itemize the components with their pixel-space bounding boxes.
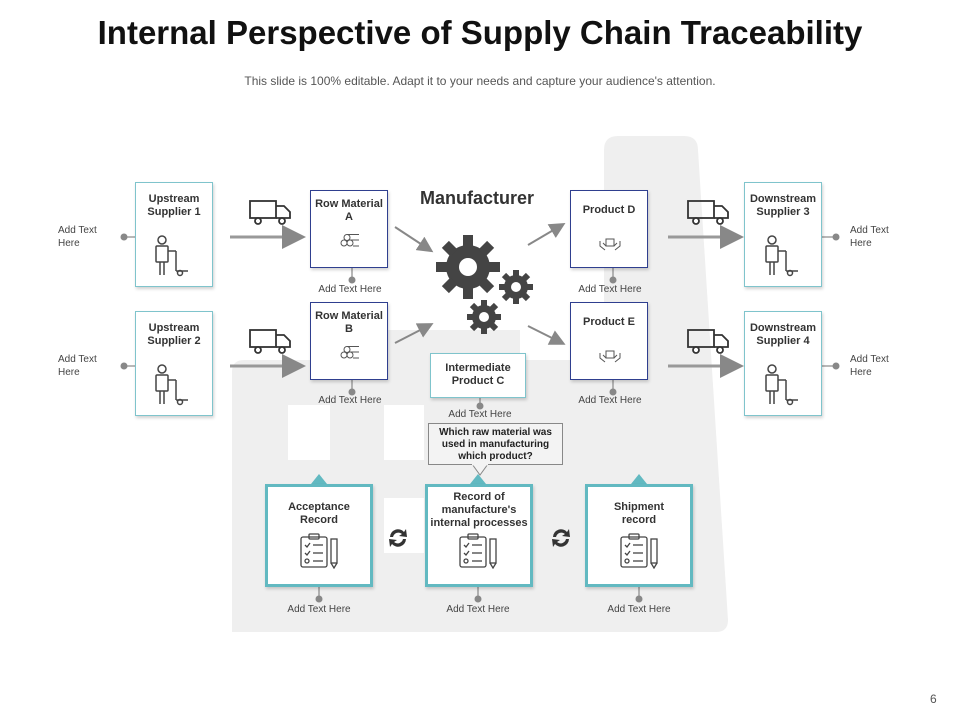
truck-icon: [687, 200, 729, 225]
manufacturing-process-record-note: Add Text Here: [446, 604, 510, 615]
logs-icon: [340, 234, 359, 247]
intermediate-product-c-label: Intermediate Product C: [445, 362, 511, 387]
clipboard-pencil-icon: [459, 533, 497, 569]
product-d-label: Product D: [582, 204, 636, 216]
manufacturer-label: Manufacturer: [420, 188, 535, 208]
row-material-a-note: Add Text Here: [318, 284, 382, 295]
shipment-pointer: [631, 474, 647, 484]
refresh-icon: [552, 529, 570, 547]
intermediate-product-c[interactable]: Intermediate Product C: [430, 353, 526, 398]
row-material-b-note: Add Text Here: [318, 395, 382, 406]
hands-box-icon: [599, 238, 621, 251]
logs-icon: [340, 346, 359, 359]
upstream-supplier-2[interactable]: Upstream Supplier 2: [135, 311, 213, 416]
downstream-note-4: Add Text Here: [850, 354, 889, 378]
shipment-record[interactable]: Shipment record: [585, 484, 693, 587]
downstream-note-3: Add Text Here: [850, 225, 889, 249]
refresh-icon: [389, 529, 407, 547]
downstream-supplier-3-label: Downstream Supplier 3: [749, 193, 817, 218]
upstream-supplier-1-label: Upstream Supplier 1: [147, 193, 201, 218]
question-callout: Which raw material was used in manufactu…: [428, 423, 563, 465]
acceptance-pointer: [311, 474, 327, 484]
page-title: Internal Perspective of Supply Chain Tra…: [97, 14, 863, 51]
worker-cart-icon: [155, 364, 188, 406]
upstream-note-1: Add Text Here: [58, 225, 97, 249]
upstream-note-2: Add Text Here: [58, 354, 97, 378]
product-d-note: Add Text Here: [578, 284, 642, 295]
product-d[interactable]: Product D: [570, 190, 648, 268]
worker-cart-icon: [155, 235, 188, 277]
shipment-record-label: Shipment record: [613, 501, 665, 526]
truck-icon: [249, 200, 291, 225]
downstream-supplier-4[interactable]: Downstream Supplier 4: [744, 311, 822, 416]
manufacturing-process-record-label: Record of manufacture's internal process…: [430, 491, 528, 529]
truck-icon: [687, 329, 729, 354]
worker-cart-icon: [765, 364, 798, 406]
product-e[interactable]: Product E: [570, 302, 648, 380]
clipboard-pencil-icon: [620, 533, 658, 569]
page-subtitle: This slide is 100% editable. Adapt it to…: [244, 74, 716, 88]
hands-box-icon: [599, 350, 621, 363]
row-material-a-label: Row Material A: [315, 198, 383, 223]
row-material-b[interactable]: Row Material B: [310, 302, 388, 380]
product-e-note: Add Text Here: [578, 395, 642, 406]
page-number: 6: [930, 692, 937, 706]
upstream-supplier-1[interactable]: Upstream Supplier 1: [135, 182, 213, 287]
worker-cart-icon: [765, 235, 798, 277]
product-e-label: Product E: [583, 316, 635, 328]
upstream-supplier-2-label: Upstream Supplier 2: [147, 322, 201, 347]
internal-pointer: [470, 474, 486, 484]
acceptance-record-note: Add Text Here: [287, 604, 351, 615]
downstream-supplier-4-label: Downstream Supplier 4: [749, 322, 817, 347]
row-material-a[interactable]: Row Material A: [310, 190, 388, 268]
manufacturing-process-record[interactable]: Record of manufacture's internal process…: [425, 484, 533, 587]
shipment-record-note: Add Text Here: [607, 604, 671, 615]
row-material-b-label: Row Material B: [315, 310, 383, 335]
downstream-supplier-3[interactable]: Downstream Supplier 3: [744, 182, 822, 287]
gear-icon: [436, 235, 533, 334]
clipboard-pencil-icon: [300, 533, 338, 569]
intermediate-product-c-note: Add Text Here: [448, 409, 512, 420]
truck-icon: [249, 329, 291, 354]
acceptance-record-label: Acceptance Record: [288, 501, 350, 526]
